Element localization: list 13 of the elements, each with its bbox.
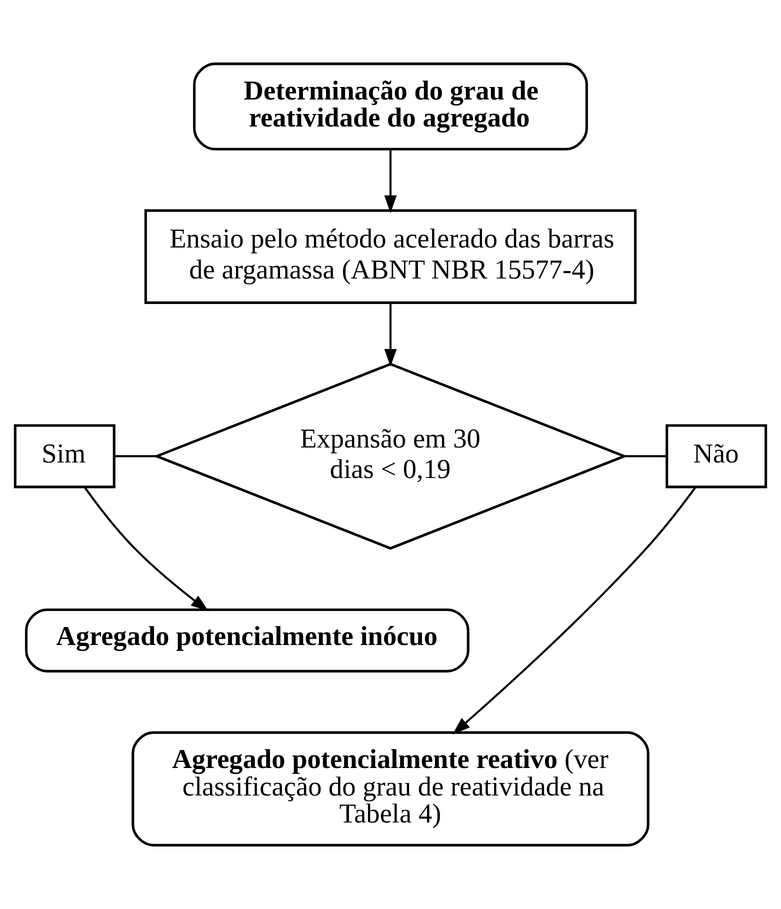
node-box: Não [666,424,768,488]
arrow [384,302,397,367]
node-box: Ensaio pelo método acelerado das barras de argamassa (ABNT NBR 15577-4) [144,209,637,304]
node-box: Sim [14,424,116,488]
node-diamond: Expansão em 30 dias < 0,19 [153,362,628,550]
arrow [452,486,696,734]
node-box: Agregado potencialmente reativo (ver classificação do grau de reatividade na Tabela 4) [132,731,650,846]
arrow [84,486,209,612]
node-box: Agregado potencialmente inócuo [24,608,470,672]
arrow [384,150,397,214]
connector [114,455,156,458]
node-box: Determinação do grau de reatividade do agregado [193,62,588,150]
connector [624,455,666,458]
